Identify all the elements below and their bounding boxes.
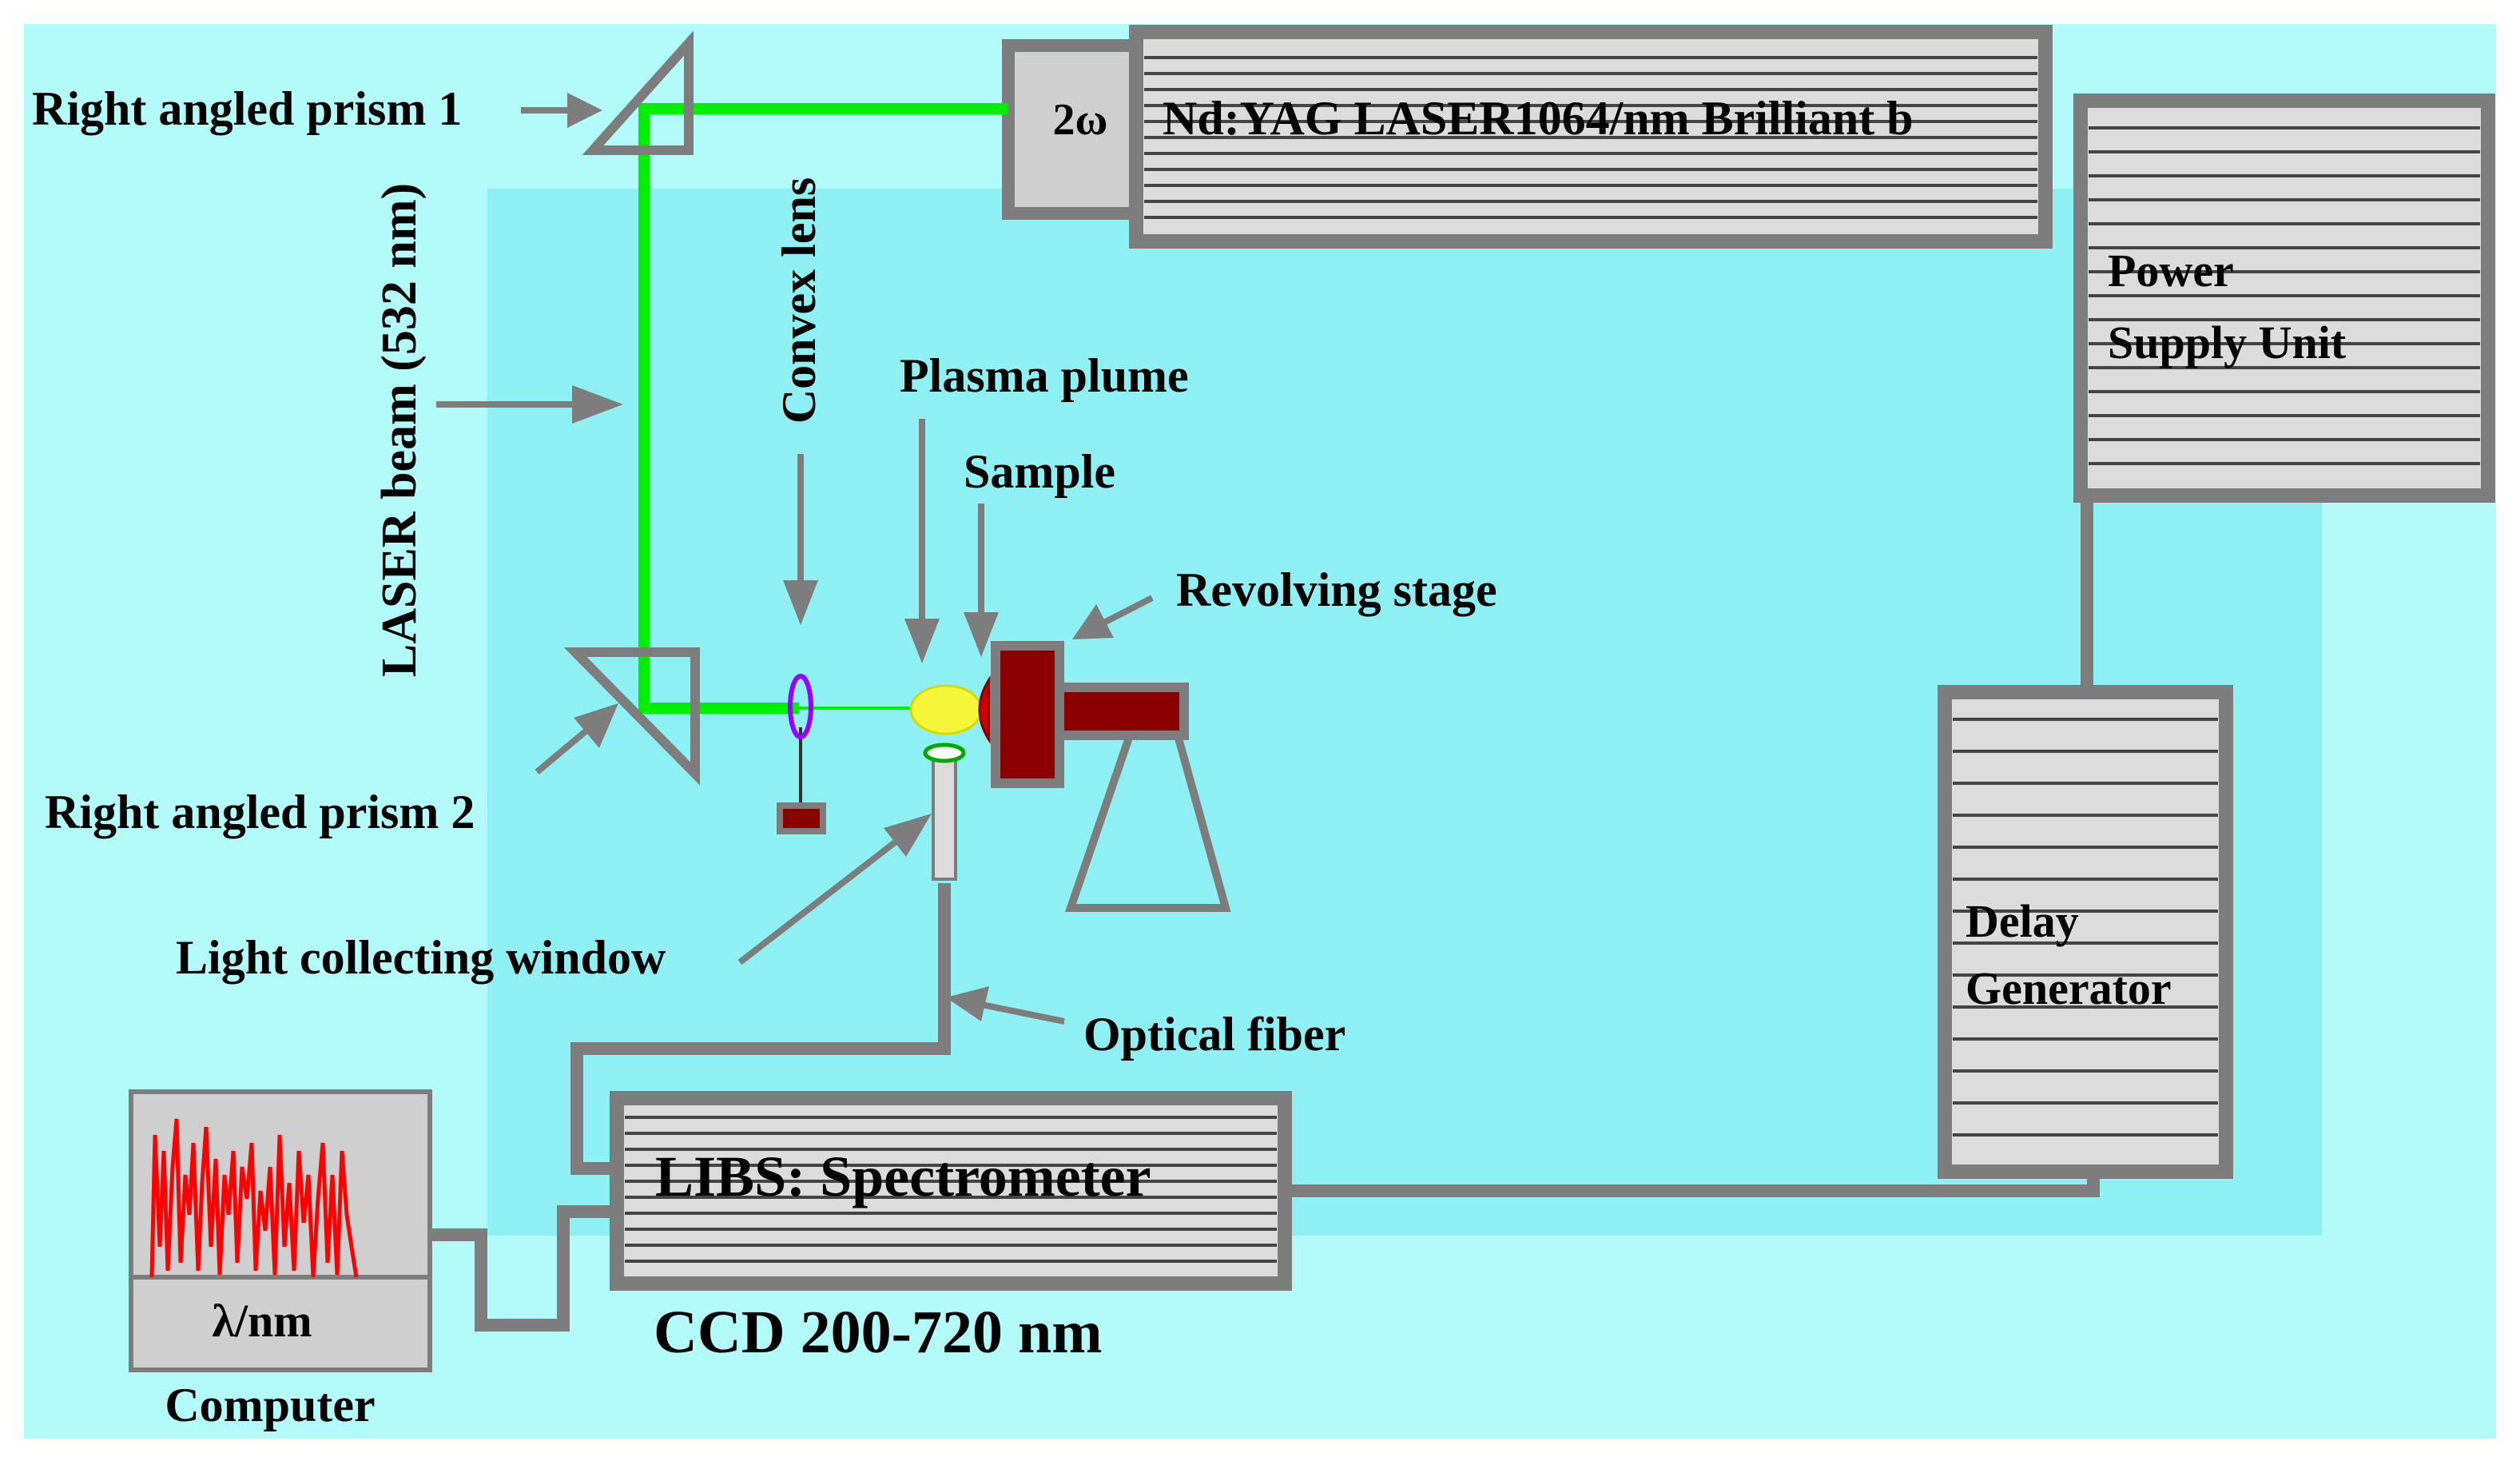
convex-lens-label: Convex lens: [773, 177, 825, 424]
light-collecting-window: [923, 742, 966, 881]
stage-icon: [991, 641, 1231, 912]
optical-fiber-label: Optical fiber: [1083, 1008, 1345, 1061]
pointer-arrowheads: [567, 93, 1114, 1021]
plasma-icon: [909, 684, 983, 735]
power-supply-stripes: [2089, 126, 2480, 465]
plasma-plume-label: Plasma plume: [900, 349, 1189, 402]
power-supply-unit: Power Supply Unit: [2073, 94, 2495, 503]
laser-head: 2ω Nd:YAG LASER1064/nm Brilliant b: [1002, 25, 2053, 249]
power-supply-label-2: Supply Unit: [2108, 316, 2347, 368]
spectrometer-label: LIBS: Spectrometer: [655, 1145, 1151, 1208]
spectrometer-stripes: [625, 1116, 1277, 1263]
lens-icon: [777, 674, 826, 834]
laser-beam: [638, 103, 1008, 714]
sample-label: Sample: [964, 445, 1115, 498]
spectrometer: LIBS: Spectrometer: [610, 1091, 1292, 1291]
delay-generator-label-1: Delay: [1966, 895, 2079, 947]
laser-beam-label: LASER beam (532 nm): [372, 183, 427, 677]
prism-icon: [563, 647, 700, 786]
delay-generator-stripes: [1953, 718, 2218, 1137]
prism1-label: Right angled prism 1: [32, 82, 462, 135]
prism-icon: [582, 30, 694, 155]
ccd-label: CCD 200-720 nm: [654, 1299, 1103, 1366]
spectrum-icon: [149, 1118, 359, 1278]
spectrum-axis-label: λ/nm: [212, 1295, 312, 1347]
harmonic-label: 2ω: [1053, 95, 1108, 145]
computer: λ/nm: [129, 1089, 432, 1372]
laser-head-label: Nd:YAG LASER1064/nm Brilliant b: [1163, 92, 1914, 145]
power-supply-label-1: Power: [2108, 245, 2234, 297]
delay-generator-label-2: Generator: [1966, 962, 2172, 1014]
pointer-arrows: [436, 107, 1154, 1025]
computer-label: Computer: [165, 1379, 375, 1431]
light-window-label: Light collecting window: [176, 931, 666, 984]
prism2-label: Right angled prism 2: [45, 786, 475, 838]
delay-generator: Delay Generator: [1938, 685, 2233, 1179]
cables: [431, 496, 2100, 1332]
laser-head-stripes: [1144, 56, 2037, 219]
sample-icon: [978, 675, 991, 745]
revolving-stage-label: Revolving stage: [1176, 563, 1497, 616]
